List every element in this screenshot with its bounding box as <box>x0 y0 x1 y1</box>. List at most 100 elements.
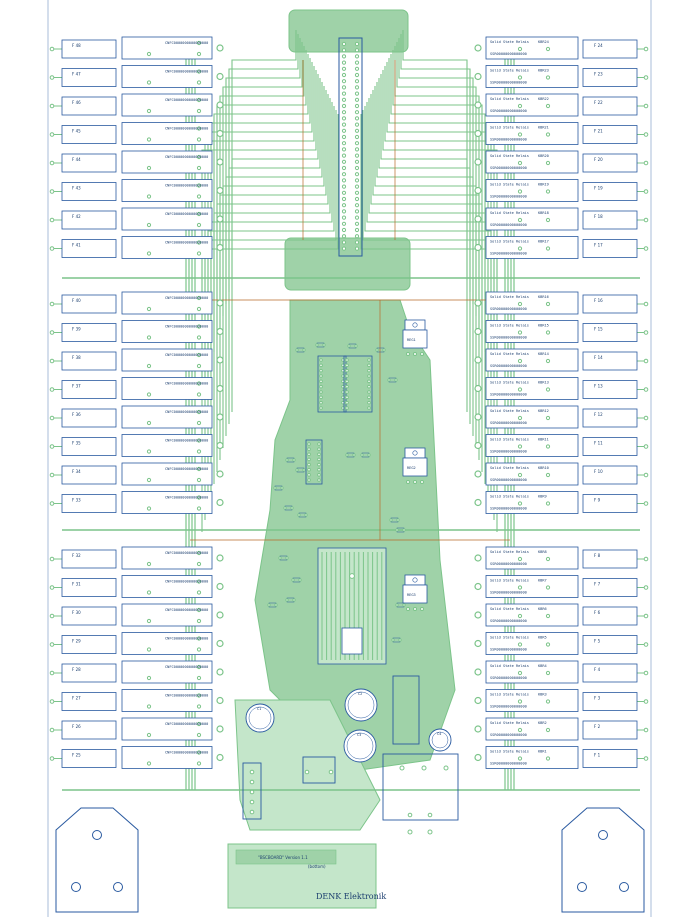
relay-code-right: KBR13 <box>538 381 549 385</box>
pad <box>354 85 360 90</box>
bottom-pour <box>234 699 381 831</box>
pad <box>345 390 349 394</box>
pad <box>545 642 551 647</box>
fuse-label-left: F 41 <box>72 243 81 248</box>
fuse-label-left: F 48 <box>72 43 81 48</box>
pad <box>345 374 349 378</box>
pad <box>354 153 360 158</box>
pad <box>249 799 255 805</box>
terminal-left <box>216 582 224 591</box>
pad <box>643 699 649 704</box>
relay-right <box>485 603 579 627</box>
pad <box>341 41 347 47</box>
trace-left <box>228 78 321 424</box>
pad <box>407 829 413 835</box>
capacitor-inner <box>347 691 375 719</box>
pad <box>354 209 360 214</box>
pad <box>196 664 202 670</box>
pad <box>517 415 523 421</box>
pad <box>643 330 649 335</box>
relay-code-right: KBR10 <box>538 466 549 470</box>
relay-right <box>485 36 579 60</box>
pad <box>545 613 551 619</box>
fuse-right <box>582 635 638 654</box>
relay-sub-right: SSR00000000000000 <box>490 676 527 680</box>
fuse-right <box>582 465 638 485</box>
pad <box>341 221 347 226</box>
pad <box>354 91 360 96</box>
pad <box>643 160 649 166</box>
pad <box>315 343 319 347</box>
pad <box>146 618 152 624</box>
pad <box>517 613 523 619</box>
pad <box>517 75 523 80</box>
relay-label-right: Solid State Relais <box>490 495 529 499</box>
mount-hole <box>92 830 102 840</box>
pad <box>517 132 523 137</box>
pad <box>545 160 551 166</box>
pad <box>354 54 360 59</box>
pad <box>427 812 433 818</box>
relay-label-right: Solid State Relais <box>490 97 529 101</box>
relay-code-right: KBR4 <box>538 664 547 668</box>
relay-label-right: Solid State Relais <box>490 636 529 640</box>
pad <box>345 368 349 373</box>
relay-code-right: KBR5 <box>538 636 547 640</box>
relay-label-left: CNFC0000000000000000 <box>165 637 208 641</box>
fuse-label-right: F 18 <box>594 214 603 219</box>
terminal-left <box>216 725 224 733</box>
terminal-left <box>216 639 224 648</box>
pad <box>341 116 347 121</box>
pad <box>517 103 523 109</box>
fuse-label-left: F 39 <box>72 327 81 332</box>
pad <box>319 363 323 368</box>
relay-left <box>121 546 213 570</box>
pad <box>307 478 311 482</box>
pad <box>347 344 351 348</box>
pad <box>427 829 433 835</box>
pad <box>367 453 371 457</box>
relay-left <box>121 179 213 202</box>
relay-sub-right: SSR00000000000000 <box>490 109 527 113</box>
fuse-label-right: F 6 <box>594 610 601 615</box>
capacitor-label: C4 <box>437 732 441 736</box>
relay-left <box>121 717 213 741</box>
pad <box>643 756 649 761</box>
capacitor <box>343 729 377 763</box>
pad <box>517 727 523 733</box>
fuse-right <box>582 210 638 230</box>
terminal-right <box>474 498 482 507</box>
relay-label-left: CNFC0000000000000000 <box>165 184 208 188</box>
fuse-left <box>61 182 117 201</box>
pad <box>367 384 371 389</box>
pad <box>196 550 202 556</box>
relay-label-left: CNFC0000000000000000 <box>165 467 208 471</box>
relay-label-right: Solid State Relais <box>490 438 529 442</box>
pad <box>643 75 649 80</box>
pad <box>146 732 152 738</box>
pad <box>367 379 371 384</box>
pad <box>517 217 523 223</box>
pad <box>545 246 551 251</box>
mount-hole <box>71 882 81 892</box>
pad <box>302 348 306 352</box>
fuse-label-right: F 2 <box>594 724 601 729</box>
pad <box>295 348 299 352</box>
pad <box>49 472 55 478</box>
pad <box>196 306 202 312</box>
components <box>47 0 652 917</box>
pad <box>341 203 347 208</box>
pad <box>196 647 202 652</box>
pad <box>49 217 55 223</box>
pad <box>49 160 55 166</box>
connector-top <box>288 9 409 53</box>
pad <box>354 122 360 127</box>
trace-left <box>213 98 331 484</box>
terminal-right <box>474 668 482 676</box>
pad <box>643 415 649 421</box>
relay-left <box>121 65 213 88</box>
mount-hole <box>619 882 629 892</box>
relay-left <box>121 491 213 514</box>
terminal-block <box>242 762 262 820</box>
pad <box>354 147 360 152</box>
